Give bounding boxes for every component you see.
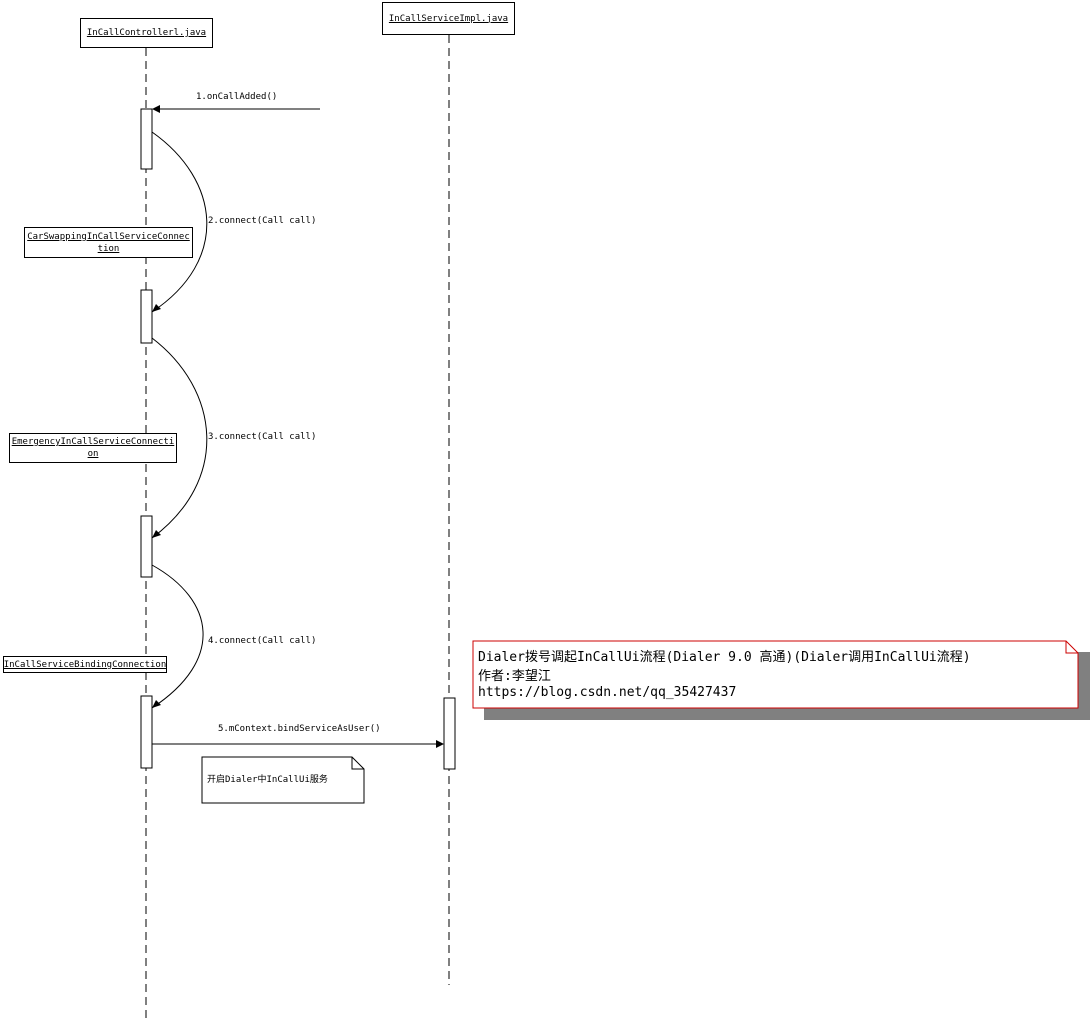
object-car-swapping: CarSwappingInCallServiceConnec tion bbox=[24, 227, 193, 258]
object-emergency-line1: EmergencyInCallServiceConnecti bbox=[11, 437, 175, 447]
object-binding: InCallServiceBindingConnection bbox=[3, 656, 167, 673]
message-4-arrowhead bbox=[152, 700, 161, 708]
message-2-curve bbox=[151, 131, 208, 313]
activation-bar-3 bbox=[140, 515, 153, 578]
message-3-label: 3.connect(Call call) bbox=[208, 432, 317, 442]
participant-service-label: InCallServiceImpl.java bbox=[388, 13, 509, 24]
message-4-curve bbox=[151, 564, 204, 709]
activation-bar-2 bbox=[140, 289, 153, 344]
message-5-label: 5.mContext.bindServiceAsUser() bbox=[218, 724, 381, 734]
message-1-arrowhead bbox=[152, 105, 160, 113]
message-2-arrowhead bbox=[152, 304, 161, 312]
object-emergency: EmergencyInCallServiceConnecti on bbox=[9, 433, 177, 463]
small-note-text: 开启Dialer中InCallUi服务 bbox=[207, 775, 328, 785]
activation-bar-4 bbox=[140, 695, 153, 769]
big-note-title: Dialer拨号调起InCallUi流程(Dialer 9.0 高通)(Dial… bbox=[478, 650, 971, 665]
big-note-shape bbox=[472, 640, 1079, 709]
big-note-fold bbox=[1065, 641, 1078, 654]
object-binding-label: InCallServiceBindingConnection bbox=[3, 659, 167, 670]
activation-bar-service bbox=[443, 697, 456, 770]
object-car-swapping-line1: CarSwappingInCallServiceConnec bbox=[27, 231, 190, 242]
small-note-fold bbox=[351, 757, 364, 770]
object-car-swapping-line2: tion bbox=[97, 243, 120, 254]
message-5-arrowhead bbox=[436, 740, 444, 748]
message-2-label: 2.connect(Call call) bbox=[208, 216, 317, 226]
message-1-label: 1.onCallAdded() bbox=[196, 92, 278, 102]
message-3-curve bbox=[151, 337, 208, 539]
big-note-url: https://blog.csdn.net/qq_35427437 bbox=[478, 685, 737, 700]
activation-bar-1 bbox=[140, 108, 153, 170]
big-note-author: 作者:李望江 bbox=[478, 669, 551, 684]
participant-controller-label: InCallControllerl.java bbox=[86, 28, 207, 38]
participant-service: InCallServiceImpl.java bbox=[382, 2, 515, 35]
participant-controller: InCallControllerl.java bbox=[80, 18, 213, 48]
message-3-arrowhead bbox=[152, 530, 161, 538]
message-4-label: 4.connect(Call call) bbox=[208, 636, 317, 646]
object-emergency-line2: on bbox=[87, 449, 99, 459]
small-note-shape bbox=[201, 756, 365, 804]
